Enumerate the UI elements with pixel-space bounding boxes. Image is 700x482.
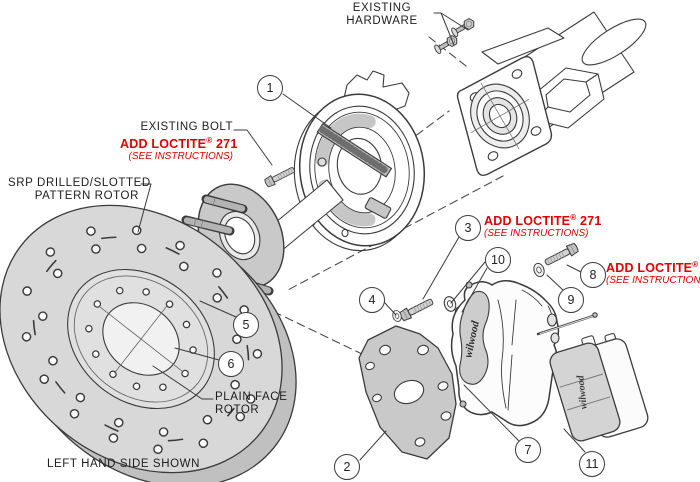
callout-7: 7 — [515, 437, 541, 463]
existing-hardware-label: EXISTING HARDWARE — [346, 2, 418, 27]
callout-1: 1 — [257, 75, 283, 101]
leader-lines — [137, 12, 586, 461]
loctite-note-a: ADD LOCTITE® 271 (SEE INSTRUCTIONS) — [484, 213, 602, 240]
callout-6: 6 — [218, 351, 244, 377]
existing-bolt-part — [263, 164, 297, 189]
callout-11: 11 — [579, 451, 605, 477]
existing-bolt-note: EXISTING BOLT ADD LOCTITE® 271 (SEE INST… — [120, 121, 238, 163]
srp-rotor-label: SRP DRILLED/SLOTTED PATTERN ROTOR — [8, 177, 151, 202]
loctite-note-b: ADD LOCTITE® 271 (SEE INSTRUCTIONS) — [606, 258, 700, 287]
tube-top-tab — [481, 27, 565, 65]
axle-flange — [456, 55, 553, 177]
shoe-adjuster-bar — [316, 123, 393, 178]
footer-label: LEFT HAND SIDE SHOWN — [47, 458, 200, 470]
callout-8: 8 — [580, 262, 606, 288]
caliper-bracket — [358, 325, 457, 460]
callout-3: 3 — [455, 215, 481, 241]
pad-logo: wilwood — [575, 374, 590, 410]
existing-hardware-bolts — [432, 16, 477, 56]
existing-bolt-label: EXISTING BOLT — [140, 121, 233, 133]
loctite-note-text: ADD LOCTITE® 271 — [484, 213, 602, 229]
loctite-note-text: ADD LOCTITE® 271 — [606, 260, 699, 276]
callout-9: 9 — [558, 287, 584, 313]
flange-bearing — [470, 82, 530, 150]
spring-perch-bracket — [531, 67, 605, 129]
caliper-bolt-8 — [542, 241, 580, 269]
plain-face-rotor-label: PLAIN FACE ROTOR — [215, 391, 288, 416]
brake-pads: wilwood — [549, 332, 649, 442]
caliper: wilwood — [450, 280, 560, 427]
washer-9 — [531, 261, 547, 279]
rotor-drilled — [0, 204, 297, 482]
loctite-note-text: ADD LOCTITE® 271 — [120, 136, 238, 152]
callout-4: 4 — [359, 287, 385, 313]
callout-5: 5 — [233, 312, 259, 338]
pad-pin — [536, 312, 598, 336]
callout-10: 10 — [485, 247, 511, 273]
bracket-bolt-3 — [398, 295, 436, 323]
callout-2: 2 — [334, 454, 360, 480]
